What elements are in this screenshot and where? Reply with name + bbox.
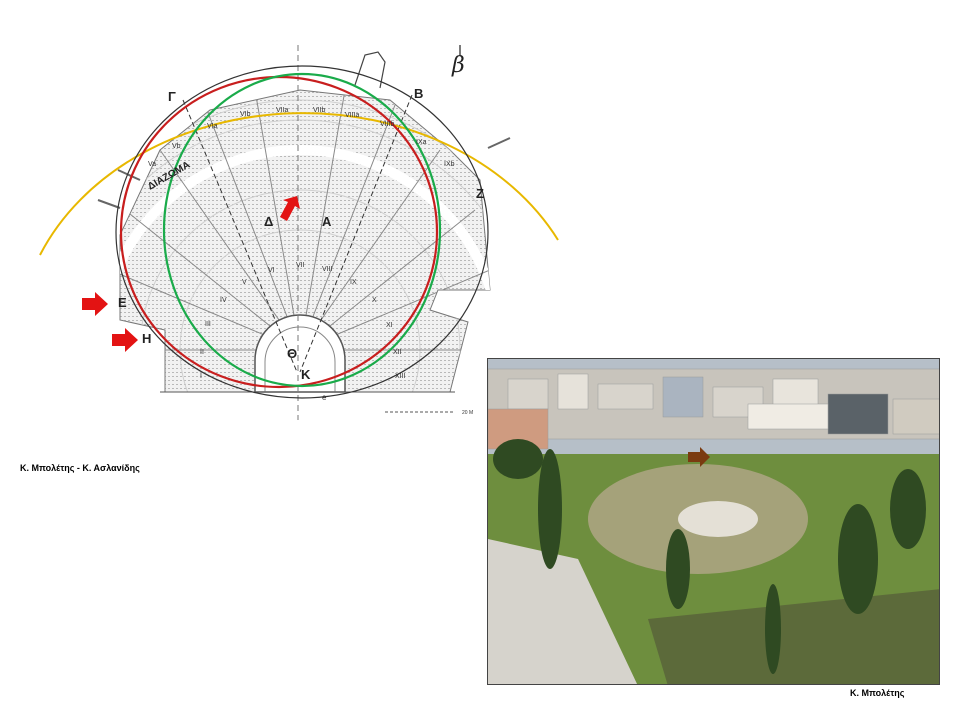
wedge-label: VII [296,262,305,269]
wedge-label: VI [268,267,275,274]
arrow-photo-icon [688,447,710,467]
wedge-label: IV [220,297,227,304]
wedge-label: III [205,321,211,328]
north-symbol: β [451,53,465,78]
label-kappa: Κ [301,367,311,382]
wedge-label: X [372,297,377,304]
wedge-label: IXa [416,139,427,146]
orchestra [254,314,346,393]
wedge-label: VIIIb [380,121,395,128]
upper-wedge-labels: Va Vb VIa VIb VIIa VIIb VIIIa VIIIb IXa … [148,107,455,168]
label-delta: Δ [264,214,273,229]
label-alpha: Α [322,214,332,229]
rock-foreground [488,539,638,684]
wedge-label: VIa [207,123,218,130]
axis-beta [299,94,413,373]
aerial-photo [487,358,940,685]
wedge-label: Vb [172,143,181,150]
wedge-label: IX [350,279,357,286]
photo-illustration [488,359,939,684]
wedge-label: VIIIa [345,112,360,119]
diazoma-walkway [120,145,490,392]
wedge-label: Va [148,161,156,168]
wedge-label: XII [393,349,402,356]
wedge-label: VIIa [276,107,289,114]
photo-credit: Κ. Μπολέτης [850,688,905,698]
plan-credit: Κ. Μπολέτης - Κ. Ασλανίδης [20,463,140,473]
wedge-label: VIII [322,266,333,273]
wedge-label: V [242,279,247,286]
label-small-e: e [322,393,327,402]
city-buildings [488,368,939,450]
green-circle [162,72,442,388]
scale-bar: 20 M [385,410,473,416]
wedge-label: I [200,373,202,380]
north-structure [354,51,386,89]
label-beta: Β [414,86,423,101]
lower-wedge-labels: I II III IV V VI VII VIII IX X XI XII XI… [200,262,406,380]
radial-stairs [120,90,490,351]
yellow-arc [39,112,559,256]
scale-label: 20 M [462,410,473,416]
wedge-label: VIb [240,111,251,118]
arrow-epsilon-icon [82,292,108,316]
wedge-label: XI [386,322,393,329]
wedge-label: IXb [444,161,455,168]
label-theta: Θ [287,346,297,361]
wedge-label: VIIb [313,107,326,114]
label-gamma: Γ [168,89,176,104]
arrow-eta-icon [112,328,138,352]
label-zeta: Ζ [476,186,484,201]
wedge-label: II [200,349,204,356]
cavea [97,51,511,393]
label-epsilon: Ε [118,295,127,310]
axis-gamma [182,99,298,373]
arrow-delta-icon [280,196,300,221]
wedge-label: XIII [395,373,406,380]
cypress-trees [493,439,926,674]
label-eta: Η [142,331,151,346]
dark-circle [115,65,489,399]
